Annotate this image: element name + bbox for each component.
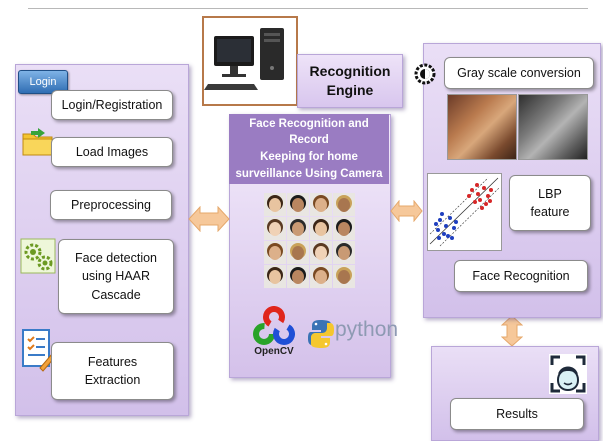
folder-icon (20, 124, 56, 160)
grayscale-box: Gray scale conversion (444, 57, 594, 89)
recognition-engine-label: Recognition Engine (309, 63, 391, 98)
scatter-point-red (470, 188, 474, 192)
scatter-point-red (473, 200, 477, 204)
face-portrait (287, 217, 309, 240)
scatter-point-red (478, 198, 482, 202)
results-box: Results (450, 398, 584, 430)
load-images-box: Load Images (51, 137, 173, 167)
scatter-point-red (467, 194, 471, 198)
grayscale-label: Gray scale conversion (457, 65, 581, 80)
login-registration-box: Login/Registration (51, 90, 173, 120)
results-label: Results (496, 406, 538, 421)
scatter-point-red (475, 183, 479, 187)
center-right-arrow (390, 199, 423, 223)
scatter-point-red (489, 188, 493, 192)
face-portrait (333, 217, 355, 240)
top-rule (28, 8, 588, 9)
scatter-point-red (480, 206, 484, 210)
scatter-point-blue (440, 212, 444, 216)
scatter-point-blue (444, 224, 448, 228)
scatter-point-blue (452, 226, 456, 230)
scatter-point-blue (438, 218, 442, 222)
contrast-icon (414, 63, 436, 85)
grayscale-photo-thumbnail (518, 94, 588, 160)
checklist-icon (20, 328, 56, 372)
scatter-point-blue (454, 220, 458, 224)
scatter-point-blue (437, 236, 441, 240)
face-portrait (333, 193, 355, 216)
face-portrait (310, 265, 332, 288)
scatter-point-blue (448, 216, 452, 220)
lbp-scatter-thumbnail (427, 173, 502, 251)
face-portrait (287, 241, 309, 264)
opencv-logo: OpenCV (253, 306, 295, 360)
face-portrait (310, 193, 332, 216)
computer-icon (202, 16, 298, 106)
face-scan-icon (549, 354, 587, 394)
right-results-arrow (500, 315, 524, 347)
scatter-point-blue (442, 232, 446, 236)
load-images-label: Load Images (75, 144, 149, 159)
lbp-feature-box: LBP feature (509, 175, 591, 231)
login-icon: Login (18, 70, 68, 94)
scatter-point-red (486, 194, 490, 198)
scatter-point-red (476, 192, 480, 196)
face-detection-box: Face detection using HAAR Cascade (58, 239, 174, 314)
recognition-engine-box: Recognition Engine (297, 54, 403, 108)
python-logo: python (308, 318, 398, 350)
face-portrait (310, 241, 332, 264)
lbp-feature-label: LBP feature (530, 186, 570, 219)
face-portrait (310, 217, 332, 240)
face-detection-label: Face detection using HAAR Cascade (75, 251, 157, 302)
login-registration-label: Login/Registration (61, 97, 163, 112)
opencv-label: OpenCV (254, 346, 294, 357)
face-portrait (333, 241, 355, 264)
preprocessing-label: Preprocessing (71, 197, 151, 212)
gears-icon (20, 238, 56, 274)
scatter-point-blue (450, 236, 454, 240)
system-title: Face Recognition and Record Keeping for … (229, 114, 389, 184)
preprocessing-box: Preprocessing (50, 190, 172, 220)
face-portrait (287, 265, 309, 288)
scatter-point-red (488, 199, 492, 203)
features-extraction-label: Features Extraction (84, 354, 141, 387)
face-portrait (287, 193, 309, 216)
face-grid-image (264, 193, 356, 289)
left-center-arrow (188, 205, 230, 233)
scatter-point-red (484, 202, 488, 206)
scatter-point-blue (436, 228, 440, 232)
face-recognition-box: Face Recognition (454, 260, 588, 292)
features-extraction-box: Features Extraction (51, 342, 174, 400)
scatter-point-blue (446, 234, 450, 238)
face-portrait (264, 241, 286, 264)
face-portrait (264, 265, 286, 288)
scatter-point-red (482, 186, 486, 190)
color-photo-thumbnail (447, 94, 517, 160)
face-recognition-label: Face Recognition (472, 268, 570, 283)
face-portrait (264, 217, 286, 240)
face-portrait (333, 265, 355, 288)
scatter-point-blue (434, 222, 438, 226)
face-portrait (264, 193, 286, 216)
login-tag: Login (29, 76, 57, 88)
system-title-text: Face Recognition and Record Keeping for … (235, 117, 383, 180)
python-label: python (335, 318, 399, 341)
